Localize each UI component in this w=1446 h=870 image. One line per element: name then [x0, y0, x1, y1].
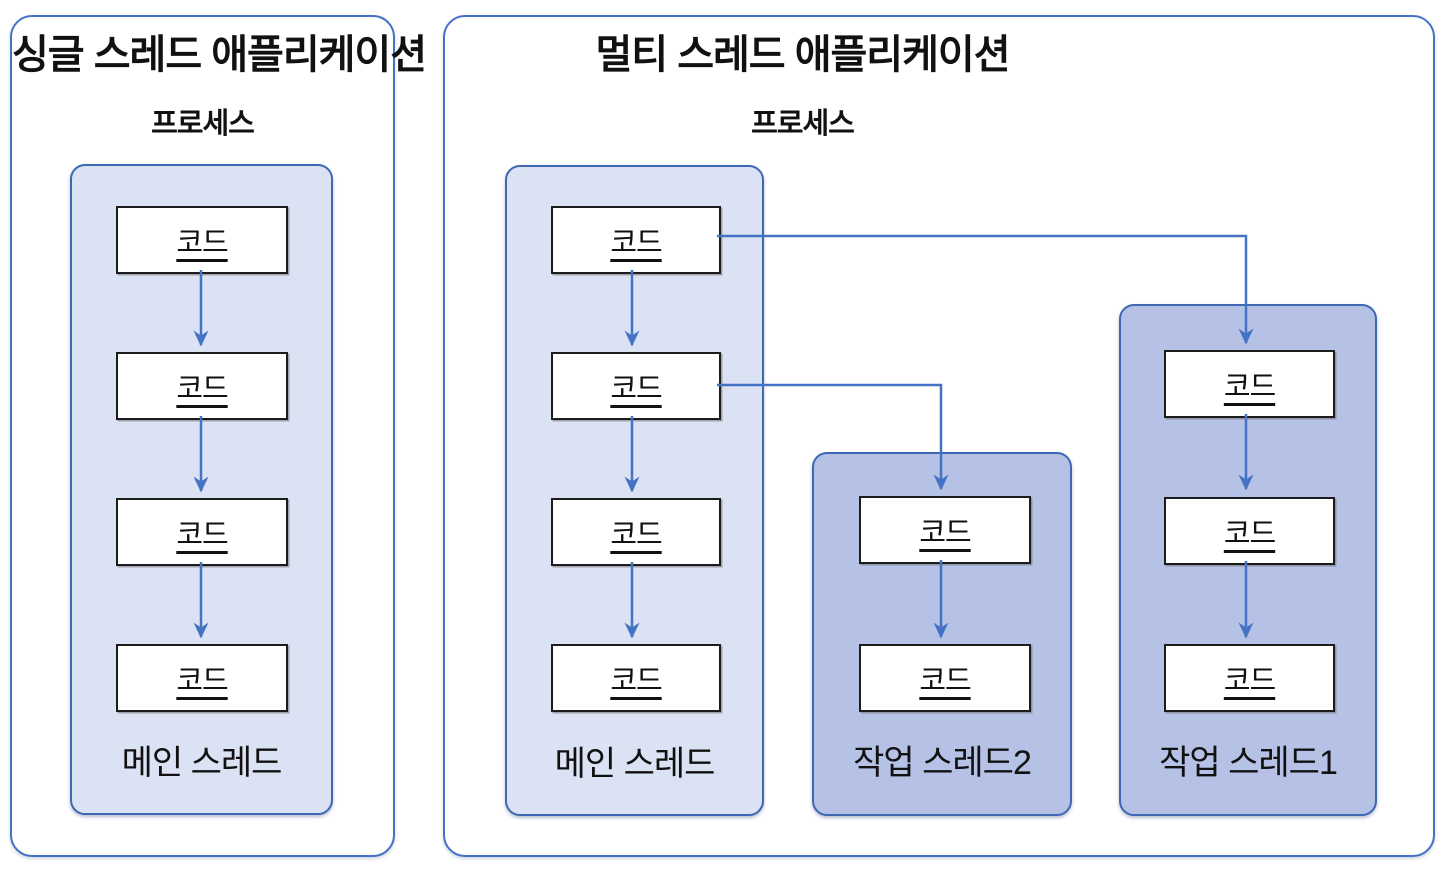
- code-box: 코드: [859, 496, 1031, 564]
- multi-thread-process-label: 프로세스: [751, 108, 855, 140]
- main-thread-label: 메인 스레드: [554, 745, 716, 783]
- code-label: 코드: [919, 517, 971, 549]
- code-box: 코드: [116, 352, 288, 420]
- single-thread-app-panel: 싱글 스레드 애플리케이션 프로세스 코드 코드 코드 코드 메인 스레드: [10, 15, 427, 857]
- worker-thread-2-label: 작업 스레드2: [853, 744, 1032, 782]
- code-label: 코드: [1223, 665, 1276, 697]
- code-box: 코드: [551, 352, 721, 420]
- code-box: 코드: [116, 644, 288, 712]
- worker-thread-1-label: 작업 스레드1: [1159, 744, 1338, 782]
- code-label: 코드: [176, 373, 228, 405]
- code-box: 코드: [551, 498, 721, 566]
- code-label: 코드: [176, 227, 228, 259]
- code-label: 코드: [610, 519, 662, 551]
- multi-thread-app-panel: 멀티 스레드 애플리케이션 프로세스 코드 코드 코드 코드 메인 스레드 코드: [443, 15, 1435, 857]
- main-thread-label: 메인 스레드: [121, 744, 283, 782]
- code-label: 코드: [610, 665, 662, 697]
- code-label: 코드: [176, 665, 228, 697]
- single-thread-process-label: 프로세스: [151, 108, 255, 140]
- code-label: 코드: [610, 227, 662, 259]
- code-box: 코드: [116, 206, 288, 274]
- single-thread-title: 싱글 스레드 애플리케이션: [12, 33, 427, 77]
- multi-thread-title: 멀티 스레드 애플리케이션: [595, 33, 1010, 77]
- code-box: 코드: [551, 644, 721, 712]
- left-main-thread-panel: 코드 코드 코드 코드 메인 스레드: [70, 164, 333, 815]
- code-label: 코드: [919, 665, 971, 697]
- code-box: 코드: [1164, 350, 1335, 418]
- code-box: 코드: [1164, 644, 1335, 712]
- code-box: 코드: [551, 206, 721, 274]
- right-main-thread-panel: 코드 코드 코드 코드 메인 스레드: [505, 165, 764, 816]
- code-box: 코드: [116, 498, 288, 566]
- code-label: 코드: [176, 519, 228, 551]
- code-label: 코드: [1223, 371, 1276, 403]
- worker-thread-1-panel: 코드 코드 코드 작업 스레드1: [1119, 304, 1377, 816]
- code-box: 코드: [1164, 497, 1335, 565]
- worker-thread-2-panel: 코드 코드 작업 스레드2: [812, 452, 1072, 816]
- code-box: 코드: [859, 644, 1031, 712]
- code-label: 코드: [1223, 518, 1276, 550]
- code-label: 코드: [610, 373, 662, 405]
